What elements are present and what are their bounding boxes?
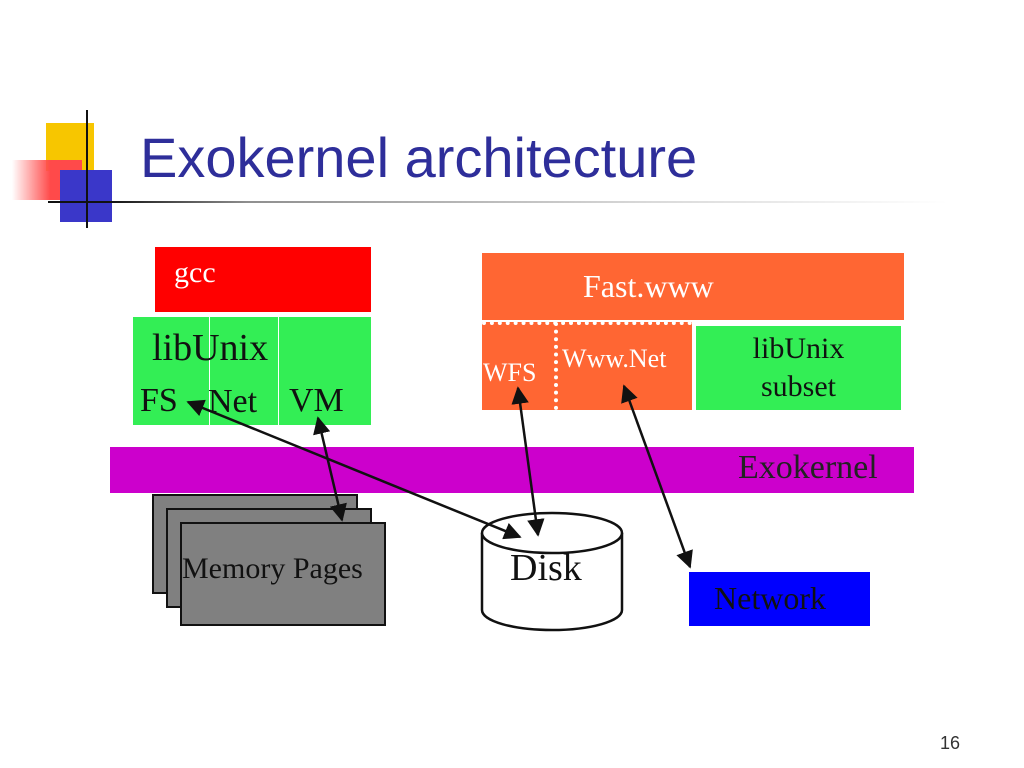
libunix-subset-box	[696, 326, 901, 410]
fast-www-box	[482, 253, 904, 320]
gcc-label: gcc	[174, 256, 216, 289]
libunix-divider-net-vm	[278, 317, 279, 425]
fast-www-label: Fast.www	[583, 268, 714, 304]
memory-pages-label: Memory Pages	[182, 552, 363, 585]
arrow-wwwnet-network	[621, 384, 693, 569]
disk-label: Disk	[510, 547, 582, 589]
arrow-vm-memory-pages	[313, 416, 347, 522]
dotted-divider-horizontal	[482, 321, 882, 325]
www-net-label: Www.Net	[562, 344, 667, 373]
disk-cylinder	[480, 511, 624, 632]
libunix-subset-line1: libUnix	[752, 332, 845, 365]
arrow-wfs-disk	[511, 386, 545, 537]
fs-label: FS	[140, 382, 178, 419]
network-label: Network	[714, 580, 826, 616]
gcc-box	[155, 247, 371, 312]
dotted-divider-vertical	[554, 322, 558, 410]
slide-page-number: 16	[940, 733, 961, 753]
libunix-label: libUnix	[152, 327, 269, 369]
exokernel-label: Exokernel	[738, 449, 878, 486]
wfs-label: WFS	[483, 358, 537, 387]
libunix-subset-line2: subset	[761, 370, 836, 403]
network-box	[689, 572, 870, 626]
arrow-fs-disk	[186, 399, 522, 540]
libunix-divider-fs-net	[209, 317, 210, 425]
title-decoration-vertical-line	[86, 110, 88, 228]
libunix-subset-label: libUnix subset	[696, 330, 901, 406]
title-underline	[48, 201, 948, 203]
slide-title: Exokernel architecture	[140, 126, 698, 189]
